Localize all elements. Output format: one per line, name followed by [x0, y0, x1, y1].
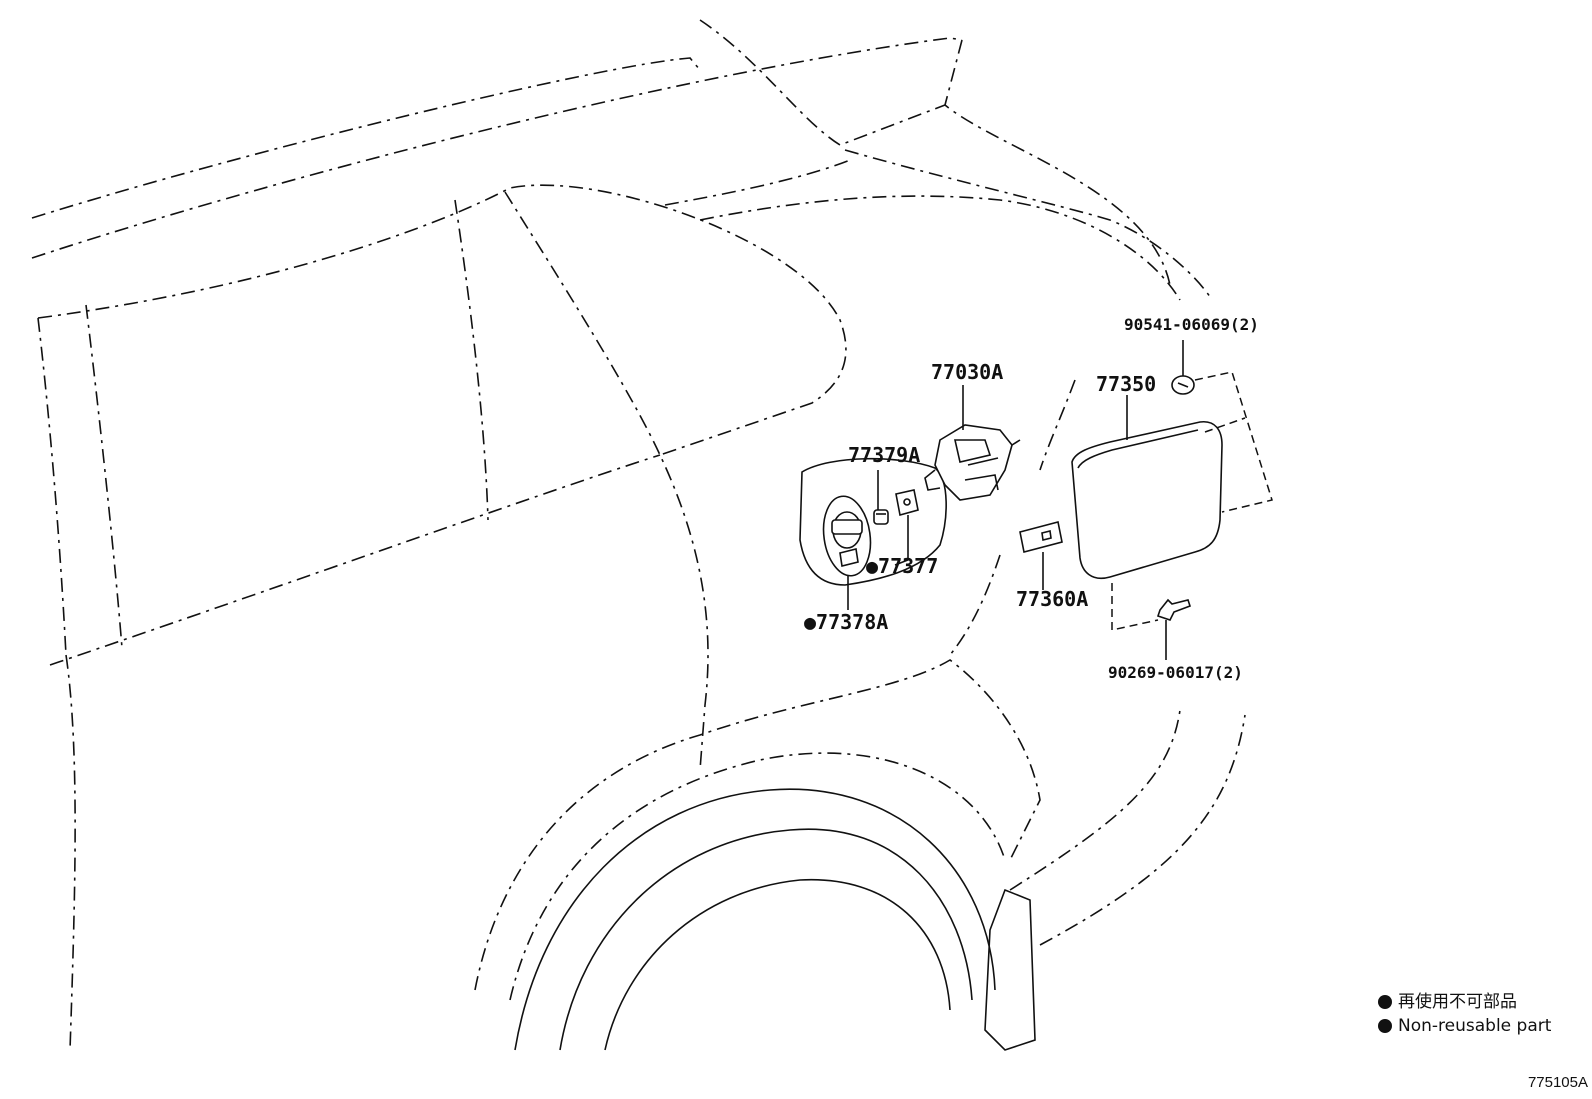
label-90541-06069: 90541-06069(2)	[1124, 315, 1259, 334]
leader-lines	[847, 340, 1184, 660]
nut-90541	[1171, 375, 1195, 395]
non-reusable-bullet-icon	[1378, 995, 1392, 1009]
clip-77379A	[873, 509, 889, 525]
inlet-box-group	[799, 457, 947, 586]
legend: 再使用不可部品 Non-reusable part	[1378, 990, 1551, 1038]
label-77350: 77350	[1096, 372, 1156, 396]
cushion-77377	[895, 489, 919, 517]
legend-row-jp: 再使用不可部品	[1378, 990, 1551, 1014]
legend-text-en: Non-reusable part	[1398, 1016, 1552, 1036]
figure-id: 775105A	[1527, 1074, 1588, 1091]
label-77378A: ●77378A	[804, 610, 888, 634]
legend-text-jp: 再使用不可部品	[1398, 992, 1517, 1012]
label-77377: ●77377	[866, 554, 938, 578]
label-77030A: 77030A	[931, 360, 1003, 384]
label-77360A: 77360A	[1016, 587, 1088, 611]
label-90269-06017: 90269-06017(2)	[1108, 663, 1243, 682]
vehicle-body-outline	[31, 19, 1213, 1051]
lid-lock-actuator	[924, 424, 1021, 501]
caution-label	[1019, 521, 1063, 553]
screw-90269	[1156, 598, 1192, 621]
fuel-filler-lid	[1071, 420, 1223, 579]
label-77379A: 77379A	[848, 443, 920, 467]
assembly-lines	[1111, 371, 1273, 631]
non-reusable-bullet-icon	[1378, 1019, 1392, 1033]
wheel-arch	[474, 659, 1246, 1051]
legend-row-en: Non-reusable part	[1378, 1014, 1551, 1038]
fuel-inlet-box	[822, 495, 872, 577]
